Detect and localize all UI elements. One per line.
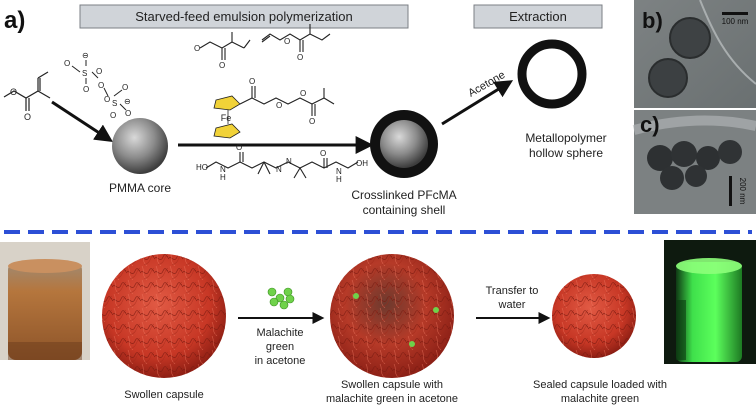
persulfate-labels: O ⊖ S O O O O S O O O ⊖ bbox=[64, 51, 131, 120]
svg-text:O: O bbox=[309, 117, 315, 126]
svg-text:⊖: ⊖ bbox=[124, 97, 131, 106]
svg-text:H: H bbox=[220, 173, 226, 182]
mma-oxygen: O bbox=[10, 87, 17, 97]
transfer-label-line1: Transfer to bbox=[486, 285, 539, 297]
monomer-oxygens: O O O O O O O O bbox=[194, 37, 315, 126]
svg-text:O: O bbox=[104, 95, 110, 104]
hollow-sphere bbox=[517, 39, 587, 109]
pmma-core-label: PMMA core bbox=[109, 181, 171, 195]
svg-text:S: S bbox=[82, 69, 87, 78]
svg-text:N: N bbox=[220, 165, 226, 174]
svg-text:O: O bbox=[284, 37, 290, 46]
core-shell-particle-inner bbox=[380, 120, 428, 168]
svg-text:O: O bbox=[194, 44, 200, 53]
svg-text:O: O bbox=[64, 59, 70, 68]
monomer-structures bbox=[199, 24, 335, 116]
svg-text:O: O bbox=[96, 67, 102, 76]
svg-text:N: N bbox=[286, 157, 292, 166]
ferrocene-structure bbox=[213, 95, 241, 139]
iron-label: Fe bbox=[221, 113, 232, 123]
shell-label-line2: containing shell bbox=[363, 203, 446, 217]
swollen-mg-label-line2: malachite green in acetone bbox=[326, 393, 458, 405]
crosslinker-structure bbox=[205, 152, 359, 179]
hollow-label-line2: hollow sphere bbox=[529, 146, 603, 160]
svg-text:O: O bbox=[219, 61, 225, 70]
malachite-label-line1: Malachite bbox=[256, 327, 303, 339]
mma-carbonyl-oxygen: O bbox=[24, 112, 31, 122]
photo-vial-orange bbox=[0, 242, 90, 360]
sealed-capsule-texture bbox=[552, 274, 636, 358]
transfer-label-line2: water bbox=[498, 299, 526, 311]
banner-extraction-text: Extraction bbox=[509, 9, 567, 24]
malachite-green-cluster bbox=[267, 287, 295, 310]
arrow-to-core bbox=[51, 100, 114, 142]
svg-text:H: H bbox=[336, 175, 342, 184]
hollow-label-line1: Metallopolymer bbox=[525, 131, 606, 145]
svg-text:O: O bbox=[110, 111, 116, 120]
panel-label-c: c) bbox=[640, 112, 660, 137]
swollen-capsule-loaded-texture bbox=[330, 254, 454, 378]
svg-text:S: S bbox=[112, 99, 117, 108]
svg-text:O: O bbox=[122, 83, 128, 92]
svg-text:O: O bbox=[320, 149, 326, 158]
shell-label-line1: Crosslinked PFcMA bbox=[351, 188, 456, 202]
svg-text:O: O bbox=[236, 143, 242, 152]
sealed-label-line1: Sealed capsule loaded with bbox=[533, 379, 667, 391]
sealed-label-line2: malachite green bbox=[561, 393, 639, 405]
persulfate-structure bbox=[71, 60, 127, 111]
svg-text:N: N bbox=[336, 167, 342, 176]
svg-text:O: O bbox=[297, 53, 303, 62]
methyl-methacrylate-structure bbox=[3, 71, 51, 111]
svg-text:O: O bbox=[300, 89, 306, 98]
svg-text:OH: OH bbox=[356, 159, 368, 168]
banner-polymerization-text: Starved-feed emulsion polymerization bbox=[135, 9, 353, 24]
svg-text:O: O bbox=[249, 77, 255, 86]
panel-label-a: a) bbox=[4, 7, 25, 34]
banner-polymerization: Starved-feed emulsion polymerization bbox=[79, 4, 409, 29]
swollen-mg-label-line1: Swollen capsule with bbox=[341, 379, 443, 391]
banner-extraction: Extraction bbox=[473, 4, 603, 29]
swollen-capsule-texture bbox=[102, 254, 226, 378]
malachite-label-line2: green bbox=[266, 341, 294, 353]
arrow-extraction bbox=[441, 80, 514, 126]
svg-text:O: O bbox=[125, 109, 131, 118]
panel-label-b: b) bbox=[642, 8, 663, 33]
svg-text:O: O bbox=[98, 81, 104, 90]
crosslinker-atoms: HO O H N N N O N H OH bbox=[196, 143, 368, 184]
svg-text:N: N bbox=[276, 165, 282, 174]
tem-image-c bbox=[632, 110, 756, 214]
svg-text:O: O bbox=[83, 85, 89, 94]
pmma-core-sphere bbox=[112, 118, 168, 174]
scale-bar-c: 200 nm bbox=[738, 178, 747, 205]
svg-text:O: O bbox=[276, 101, 282, 110]
malachite-label-line3: in acetone bbox=[255, 355, 306, 367]
svg-text:⊖: ⊖ bbox=[82, 51, 89, 60]
svg-text:HO: HO bbox=[196, 163, 208, 172]
capsule-green-dots bbox=[353, 293, 439, 347]
scale-bar-b: 100 nm bbox=[722, 17, 749, 26]
swollen-label: Swollen capsule bbox=[124, 389, 204, 401]
photo-vial-green bbox=[664, 240, 756, 364]
tem-image-b bbox=[634, 0, 756, 108]
